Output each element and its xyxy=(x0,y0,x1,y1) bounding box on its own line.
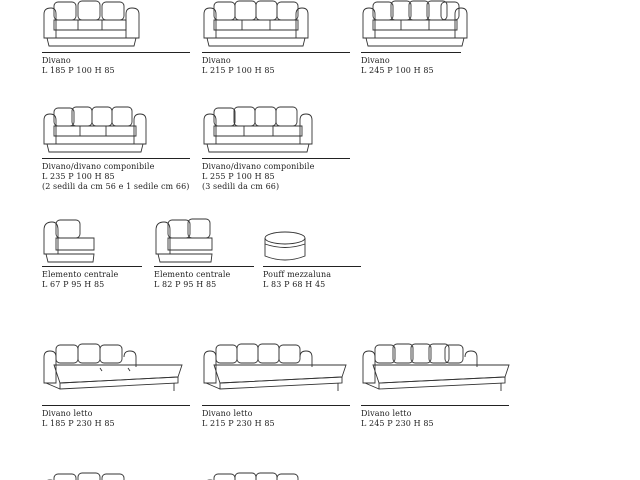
divider xyxy=(42,52,190,53)
item-caption: Divano/divano componibile L 235 P 100 H … xyxy=(42,162,190,192)
catalog-item-divano-215: Divano L 215 P 100 H 85 xyxy=(202,0,350,76)
divider xyxy=(42,266,142,267)
item-caption: Divano letto L 185 P 230 H 85 xyxy=(42,409,190,429)
catalog-item-elemento-centrale-67: Elemento centrale L 67 P 95 H 85 xyxy=(42,218,142,290)
divider xyxy=(42,158,190,159)
item-dimensions: L 215 P 230 H 85 xyxy=(202,419,275,428)
sofa-bed-icon xyxy=(362,343,510,391)
item-dimensions: L 245 P 230 H 85 xyxy=(361,419,434,428)
catalog-item-divano-letto-215: Divano letto L 215 P 230 H 85 xyxy=(202,343,350,429)
item-name: Elemento centrale xyxy=(154,270,231,279)
item-caption: Divano L 245 P 100 H 85 xyxy=(361,56,461,76)
item-name: Pouff mezzaluna xyxy=(263,270,332,279)
item-dimensions: L 83 P 68 H 45 xyxy=(263,280,326,289)
sofa-icon xyxy=(362,0,468,47)
item-dimensions: L 215 P 100 H 85 xyxy=(202,66,275,75)
item-name: Elemento centrale xyxy=(42,270,119,279)
item-caption: Divano L 215 P 100 H 85 xyxy=(202,56,350,76)
sofa-bed-icon xyxy=(43,343,183,391)
item-name: Divano letto xyxy=(202,409,253,418)
item-name: Divano letto xyxy=(361,409,412,418)
divider xyxy=(361,52,461,53)
divider xyxy=(202,405,350,406)
item-name: Divano/divano componibile xyxy=(42,162,155,171)
item-dimensions: L 185 P 230 H 85 xyxy=(42,419,115,428)
item-dimensions: L 255 P 100 H 85 xyxy=(202,172,275,181)
catalog-item-elemento-centrale-82: Elemento centrale L 82 P 95 H 85 xyxy=(154,218,254,290)
sofa-icon xyxy=(203,106,313,153)
catalog-item-divano-185: Divano L 185 P 100 H 85 xyxy=(42,0,190,76)
item-caption: Elemento centrale L 82 P 95 H 85 xyxy=(154,270,254,290)
armless-chair-icon xyxy=(155,218,213,263)
item-name: Divano xyxy=(202,56,231,65)
catalog-item-divano-componibile-255: Divano/divano componibile L 255 P 100 H … xyxy=(202,106,350,192)
item-dimensions: L 67 P 95 H 85 xyxy=(42,280,105,289)
item-name: Divano/divano componibile xyxy=(202,162,315,171)
catalog-item-divano-245: Divano L 245 P 100 H 85 xyxy=(361,0,468,76)
sofa-icon xyxy=(203,0,309,47)
catalog-item-divano-componibile-235: Divano/divano componibile L 235 P 100 H … xyxy=(42,106,190,192)
catalog-item-partial-left xyxy=(42,472,152,480)
item-dimensions: L 185 P 100 H 85 xyxy=(42,66,115,75)
item-name: Divano xyxy=(361,56,390,65)
item-note: (2 sedili da cm 56 e 1 sedile cm 66) xyxy=(42,182,190,191)
item-dimensions: L 235 P 100 H 85 xyxy=(42,172,115,181)
catalog-item-pouff-mezzaluna: Pouff mezzaluna L 83 P 68 H 45 xyxy=(263,218,361,290)
catalog-item-divano-letto-245: Divano letto L 245 P 230 H 85 xyxy=(361,343,510,429)
item-caption: Elemento centrale L 67 P 95 H 85 xyxy=(42,270,142,290)
divider xyxy=(202,158,350,159)
divider xyxy=(263,266,361,267)
divider xyxy=(42,405,190,406)
armless-chair-icon xyxy=(43,219,95,263)
pouf-icon xyxy=(264,231,306,261)
sofa-icon xyxy=(43,106,147,153)
item-dimensions: L 245 P 100 H 85 xyxy=(361,66,434,75)
sofa-icon xyxy=(43,0,140,47)
sofa-icon xyxy=(47,472,125,480)
divider xyxy=(202,52,350,53)
item-caption: Divano L 185 P 100 H 85 xyxy=(42,56,190,76)
item-caption: Pouff mezzaluna L 83 P 68 H 45 xyxy=(263,270,361,290)
item-name: Divano letto xyxy=(42,409,93,418)
sofa-icon xyxy=(207,472,299,480)
divider xyxy=(361,405,509,406)
catalog-item-partial-right xyxy=(202,472,312,480)
item-caption: Divano letto L 215 P 230 H 85 xyxy=(202,409,350,429)
item-caption: Divano letto L 245 P 230 H 85 xyxy=(361,409,509,429)
item-dimensions: L 82 P 95 H 85 xyxy=(154,280,217,289)
item-caption: Divano/divano componibile L 255 P 100 H … xyxy=(202,162,350,192)
divider xyxy=(154,266,254,267)
catalog-item-divano-letto-185: Divano letto L 185 P 230 H 85 xyxy=(42,343,190,429)
item-note: (3 sedili da cm 66) xyxy=(202,182,280,191)
sofa-bed-icon xyxy=(203,343,347,391)
item-name: Divano xyxy=(42,56,71,65)
